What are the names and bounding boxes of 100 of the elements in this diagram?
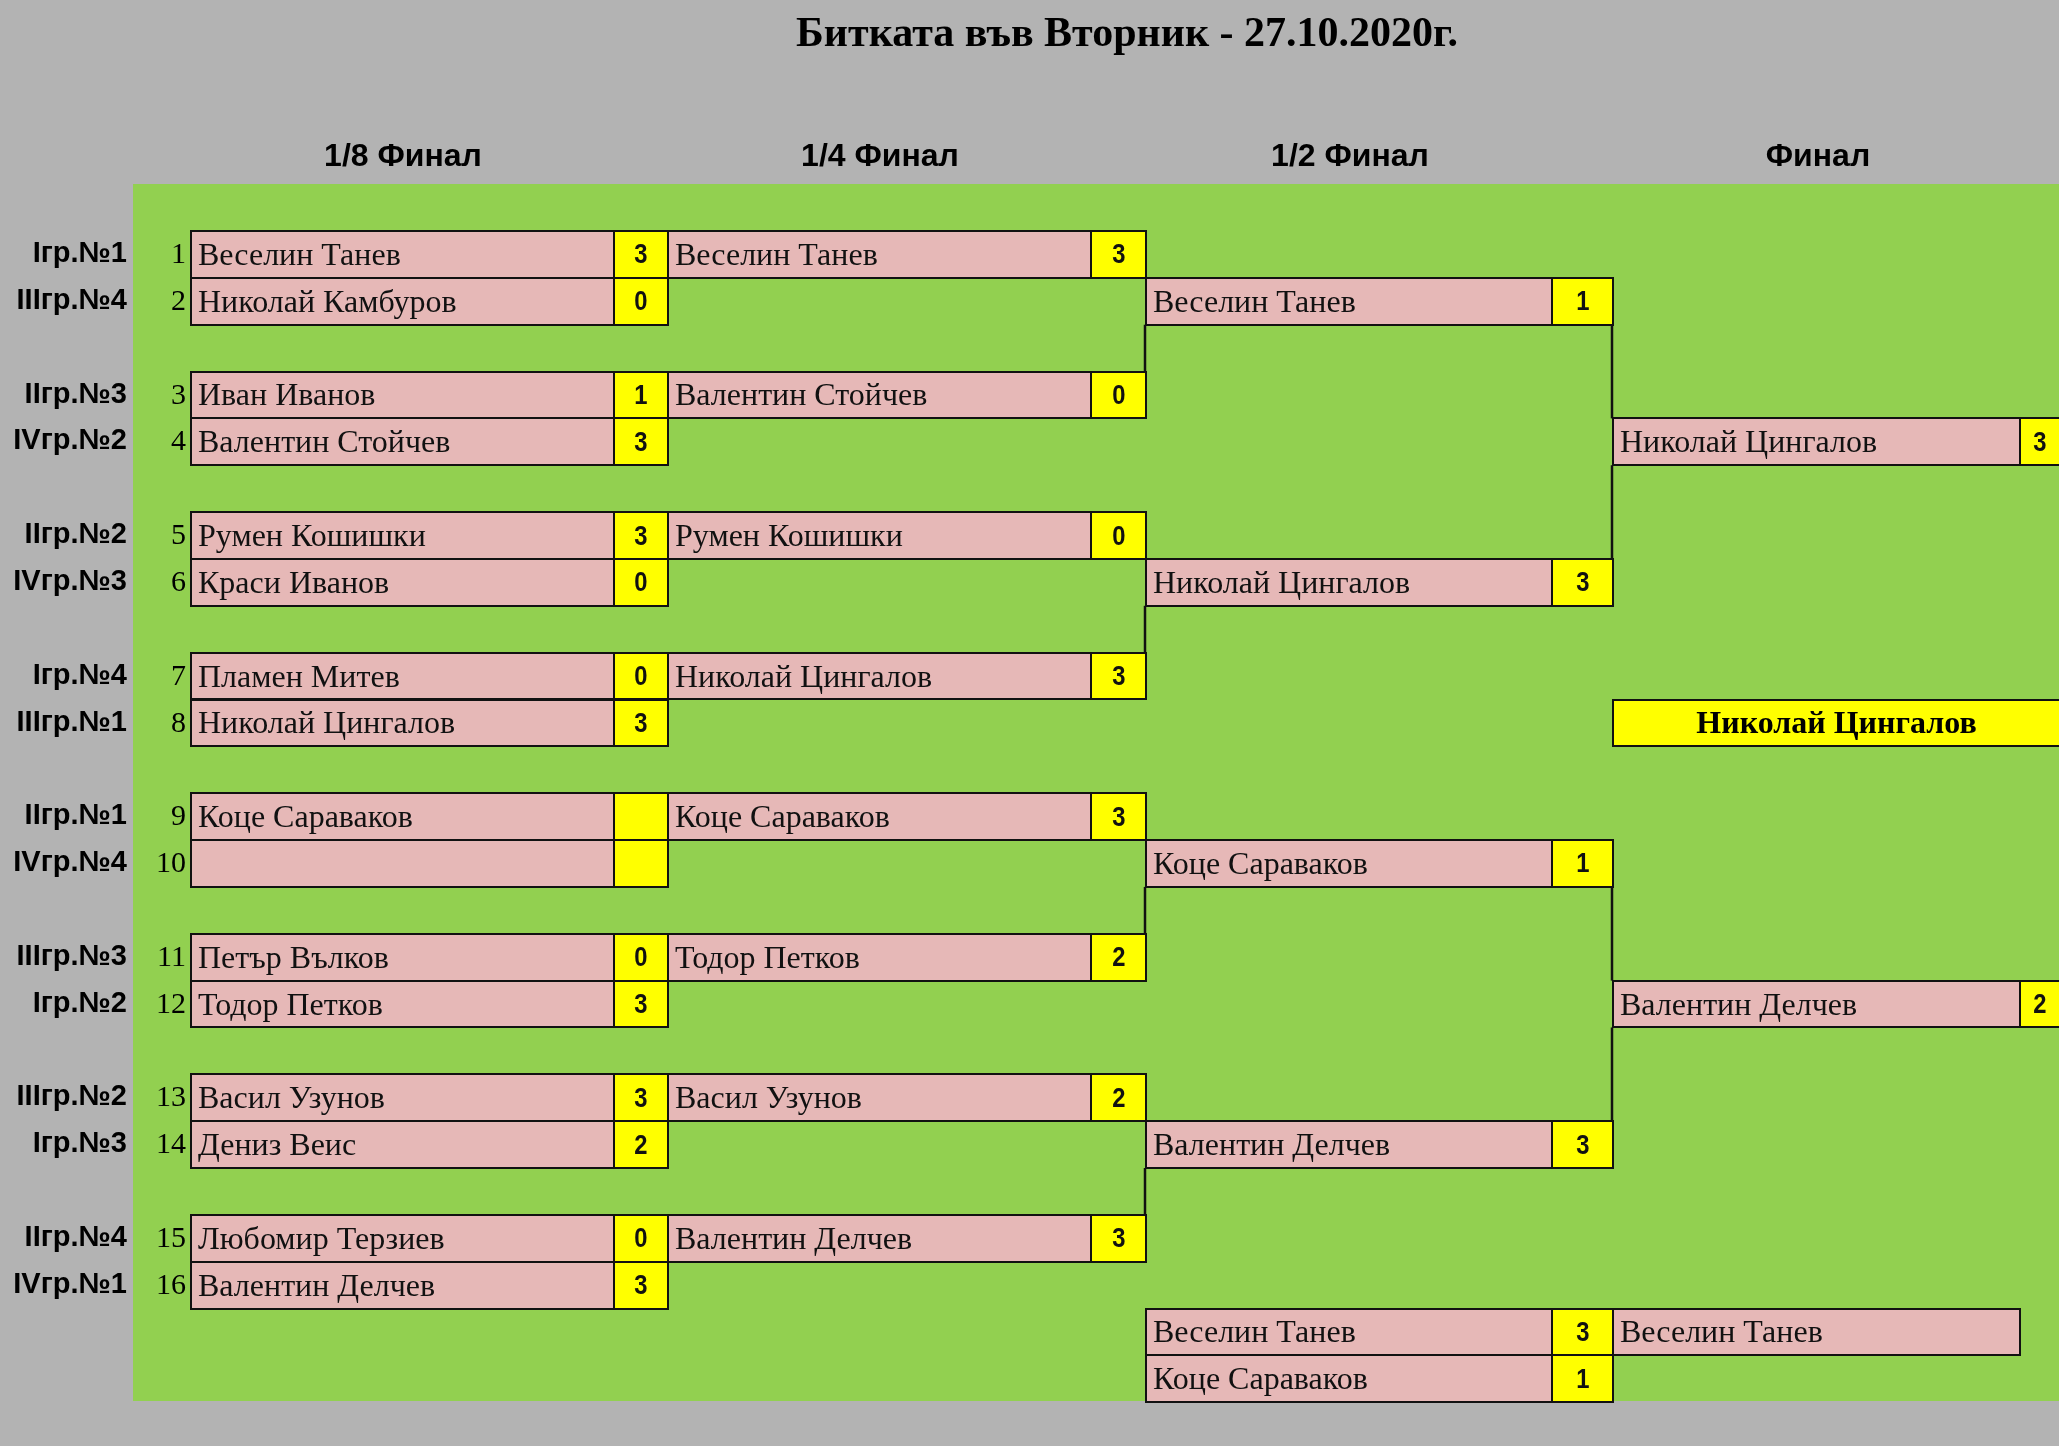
player-slot xyxy=(667,1213,1092,1263)
player-slot xyxy=(190,839,615,888)
player-slot xyxy=(1145,839,1553,888)
score-value: 3 xyxy=(1575,1315,1590,1348)
score-value: 3 xyxy=(1575,566,1590,599)
player-slot xyxy=(667,932,1092,982)
player-name: Николай Цингалов xyxy=(1153,563,1411,601)
seed-number: 4 xyxy=(170,423,186,458)
score-value: 2 xyxy=(2033,988,2047,1020)
score-value: 3 xyxy=(634,519,648,552)
score-slot xyxy=(1090,1073,1147,1123)
player-name: Румен Кошишки xyxy=(675,517,903,554)
player-slot xyxy=(667,230,1092,279)
score-value: 3 xyxy=(634,1081,648,1114)
score-slot xyxy=(613,276,669,326)
group-label: IIIгр.№3 xyxy=(15,938,127,972)
player-name: Васил Узунов xyxy=(675,1079,862,1117)
score-value: 3 xyxy=(634,1269,648,1302)
bracket-line xyxy=(1610,465,1614,559)
player-slot xyxy=(1145,276,1553,326)
score-value: 1 xyxy=(1575,285,1590,318)
player-slot xyxy=(1145,1307,1553,1357)
score-slot xyxy=(2019,979,2059,1029)
score-slot xyxy=(613,979,669,1029)
bracket-line xyxy=(1610,324,1614,419)
score-value: 1 xyxy=(634,378,648,411)
player-slot xyxy=(667,511,1092,560)
player-slot xyxy=(190,370,615,420)
score-slot xyxy=(613,698,669,748)
player-slot xyxy=(190,651,615,701)
group-label: IIгр.№4 xyxy=(23,1219,127,1253)
score-value: 1 xyxy=(1575,1362,1590,1395)
winner-slot xyxy=(1612,698,2059,748)
player-name: Валентин Делчев xyxy=(675,1219,913,1257)
player-slot xyxy=(667,370,1092,420)
score-value: 0 xyxy=(634,1222,648,1255)
score-value: 0 xyxy=(1111,378,1126,411)
player-slot xyxy=(190,1073,615,1123)
player-slot xyxy=(190,1120,615,1169)
score-value: 3 xyxy=(634,238,648,271)
player-slot xyxy=(667,1073,1092,1123)
player-slot xyxy=(190,230,615,279)
player-name: Веселин Танев xyxy=(1620,1313,1823,1351)
score-slot xyxy=(1551,839,1614,888)
seed-number: 15 xyxy=(155,1219,186,1254)
seed-number: 3 xyxy=(170,376,186,411)
group-label: Iгр.№3 xyxy=(31,1126,127,1160)
group-label: IVгр.№1 xyxy=(12,1266,127,1300)
round-header: Финал xyxy=(1765,137,1871,174)
score-slot xyxy=(613,1073,669,1123)
player-slot xyxy=(190,511,615,560)
player-slot xyxy=(190,1213,615,1263)
group-label: Iгр.№2 xyxy=(31,985,127,1019)
player-slot xyxy=(1612,979,2021,1029)
player-name: Иван Иванов xyxy=(198,376,376,414)
round-header: 1/2 Финал xyxy=(1271,137,1429,174)
player-name: Васил Узунов xyxy=(198,1079,385,1117)
score-value: 3 xyxy=(1111,238,1126,271)
score-value: 1 xyxy=(1575,847,1590,880)
score-value: 0 xyxy=(634,660,648,693)
group-label: IIгр.№3 xyxy=(23,376,127,410)
seed-number: 1 xyxy=(170,236,186,270)
seed-number: 2 xyxy=(170,282,186,317)
seed-number: 6 xyxy=(170,563,186,598)
player-name: Коце Сараваков xyxy=(1153,1360,1368,1398)
group-label: IIIгр.№2 xyxy=(15,1079,127,1113)
score-value: 3 xyxy=(1575,1128,1590,1161)
player-name: Тодор Петков xyxy=(198,985,383,1023)
player-name: Валентин Стойчев xyxy=(198,423,451,461)
seed-number: 13 xyxy=(155,1079,186,1114)
score-value: 3 xyxy=(1111,800,1126,833)
player-name: Веселин Танев xyxy=(198,235,401,273)
player-name: Николай Цингалов xyxy=(198,704,456,742)
group-label: IIIгр.№4 xyxy=(15,282,127,316)
player-slot xyxy=(667,651,1092,701)
player-name: Краси Иванов xyxy=(198,563,390,601)
player-name: Веселин Танев xyxy=(675,235,878,273)
score-value: 2 xyxy=(1111,1081,1126,1114)
score-value: 0 xyxy=(1111,519,1126,552)
player-slot xyxy=(667,792,1092,842)
score-slot xyxy=(1090,932,1147,982)
score-slot xyxy=(613,417,669,467)
player-slot xyxy=(190,276,615,326)
score-slot xyxy=(1551,557,1614,607)
player-name: Коце Сараваков xyxy=(1153,844,1368,882)
seed-number: 14 xyxy=(155,1126,186,1161)
score-slot xyxy=(1090,370,1147,420)
player-name: Петър Вълков xyxy=(198,938,389,976)
player-name: Коце Сараваков xyxy=(198,798,413,836)
player-slot xyxy=(190,698,615,748)
player-name: Валентин Стойчев xyxy=(675,376,928,414)
score-slot xyxy=(2019,417,2059,467)
score-slot xyxy=(1090,511,1147,560)
score-value: 3 xyxy=(1111,1222,1126,1255)
group-label: IIIгр.№1 xyxy=(15,704,127,738)
score-value: 3 xyxy=(634,988,648,1020)
group-label: IVгр.№2 xyxy=(12,423,127,457)
bracket-line xyxy=(1143,324,1147,372)
group-label: IIгр.№1 xyxy=(23,798,127,832)
seed-number: 7 xyxy=(170,657,186,692)
